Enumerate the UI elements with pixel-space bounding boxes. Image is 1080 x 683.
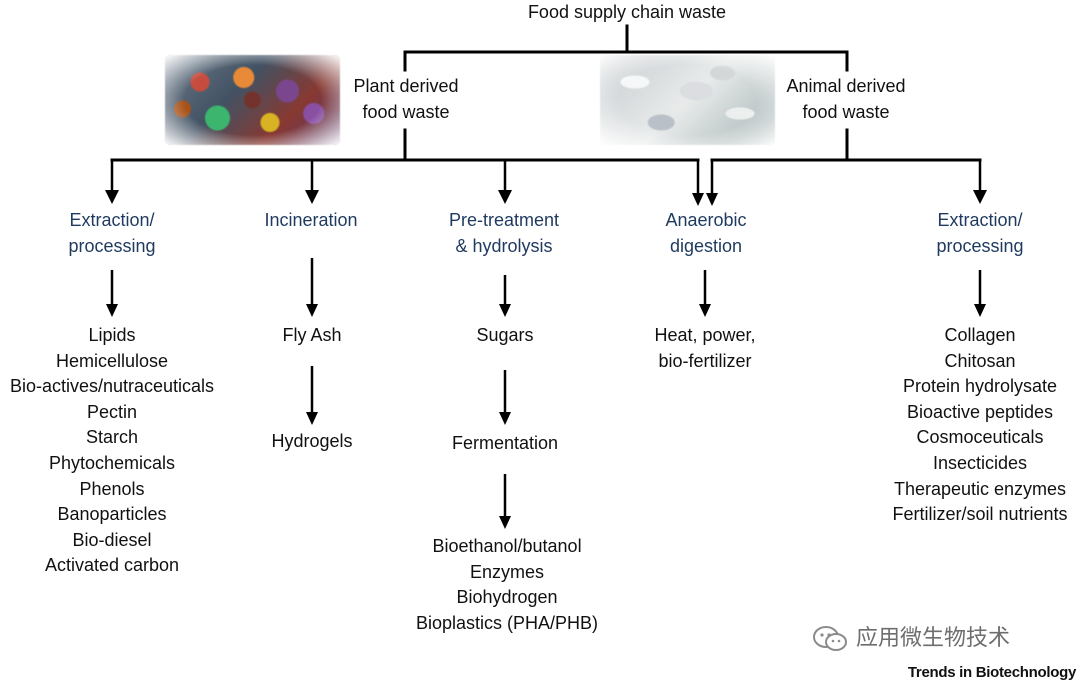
root-connector xyxy=(403,24,849,72)
product-item: Activated carbon xyxy=(44,555,180,576)
watermark-text: 应用微生物技术 xyxy=(856,626,1011,651)
product-item: Collagen xyxy=(944,325,1016,345)
vegetables-photo xyxy=(165,55,340,145)
plant-extraction-title: Extraction/ processing xyxy=(68,210,156,256)
arrowhead xyxy=(306,412,318,425)
product-item: Bio-actives/nutraceuticals xyxy=(9,376,215,397)
arrowhead xyxy=(974,304,986,317)
product-item: Chitosan xyxy=(944,350,1016,371)
product-item: Protein hydrolysate xyxy=(902,376,1058,397)
hydrogels-node: Hydrogels xyxy=(271,431,353,451)
product-item: Phytochemicals xyxy=(48,452,176,473)
product-item: Starch xyxy=(85,427,139,448)
wechat-icon xyxy=(813,626,847,651)
arrowhead xyxy=(699,304,711,317)
product-item: Biohydrogen xyxy=(456,587,558,608)
arrowhead xyxy=(973,190,987,204)
animal-waste-label: Animal derived food waste xyxy=(786,76,906,122)
product-item: Lipids xyxy=(88,325,136,345)
fermentation-products: Bioethanol/butanol Enzymes Biohydrogen B… xyxy=(416,534,598,636)
product-item: Bioethanol/butanol xyxy=(432,536,582,556)
fermentation-node: Fermentation xyxy=(451,433,559,453)
sugars-node: Sugars xyxy=(476,325,534,345)
arrowhead xyxy=(706,193,718,206)
product-item: bio-fertilizer xyxy=(658,350,752,371)
arrowhead xyxy=(305,190,319,204)
plant-connector xyxy=(110,128,700,162)
fly-ash-node: Fly Ash xyxy=(282,325,342,345)
anaerobic-title: Anaerobic digestion xyxy=(665,210,747,256)
animal-connector xyxy=(710,128,982,162)
arrowhead xyxy=(306,304,318,317)
product-item: Bioactive peptides xyxy=(906,401,1054,422)
plant-extraction-products: Lipids Hemicellulose Bio-actives/nutrace… xyxy=(10,323,214,579)
arrowhead xyxy=(106,304,118,317)
incineration-title: Incineration xyxy=(264,210,358,230)
watermark: 应用微生物技术 xyxy=(812,620,1010,653)
animal-extraction-products: Collagen Chitosan Protein hydrolysate Bi… xyxy=(892,323,1067,528)
arrowhead xyxy=(499,516,511,529)
diagram-title: Food supply chain waste xyxy=(527,2,727,22)
product-item: Fertilizer/soil nutrients xyxy=(892,504,1068,525)
arrowhead xyxy=(498,190,512,204)
arrowhead xyxy=(692,193,704,206)
product-item: Enzymes xyxy=(469,561,545,582)
product-item: Heat, power, xyxy=(654,325,756,345)
anaerobic-products: Heat, power, bio-fertilizer xyxy=(654,323,755,374)
journal-credit: Trends in Biotechnology xyxy=(907,664,1076,681)
plant-waste-label: Plant derived food waste xyxy=(353,76,459,122)
pretreatment-title: Pre-treatment & hydrolysis xyxy=(448,210,560,256)
product-item: Pectin xyxy=(86,401,138,422)
product-item: Therapeutic enzymes xyxy=(893,478,1067,499)
product-item: Bioplastics (PHA/PHB) xyxy=(415,612,599,633)
product-item: Banoparticles xyxy=(57,504,167,525)
arrowhead xyxy=(499,412,511,425)
product-item: Insecticides xyxy=(932,452,1028,473)
arrowhead xyxy=(105,190,119,204)
product-item: Bio-diesel xyxy=(72,529,152,550)
arrowhead xyxy=(499,304,511,317)
product-item: Hemicellulose xyxy=(55,350,169,371)
animal-extraction-title: Extraction/ processing xyxy=(936,210,1024,256)
shells-photo xyxy=(600,55,775,145)
product-item: Phenols xyxy=(79,478,145,499)
product-item: Cosmoceuticals xyxy=(916,427,1044,448)
